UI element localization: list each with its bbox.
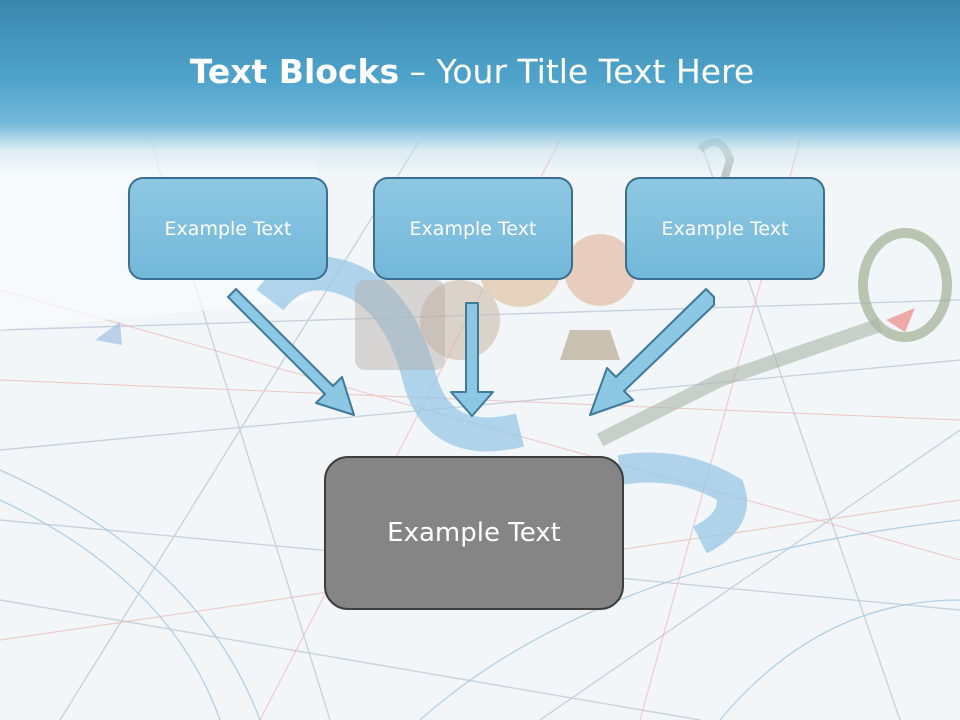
text-block-center[interactable]: Example Text [373,177,573,280]
text-block-left[interactable]: Example Text [128,177,328,280]
slide-title: Text Blocks – Your Title Text Here [0,52,944,91]
text-block-right[interactable]: Example Text [625,177,825,280]
title-band [0,0,960,175]
text-block-bottom[interactable]: Example Text [324,456,624,610]
title-bold: Text Blocks [189,52,400,91]
title-rest: Your Title Text Here [436,52,755,91]
title-separator: – [399,52,437,91]
